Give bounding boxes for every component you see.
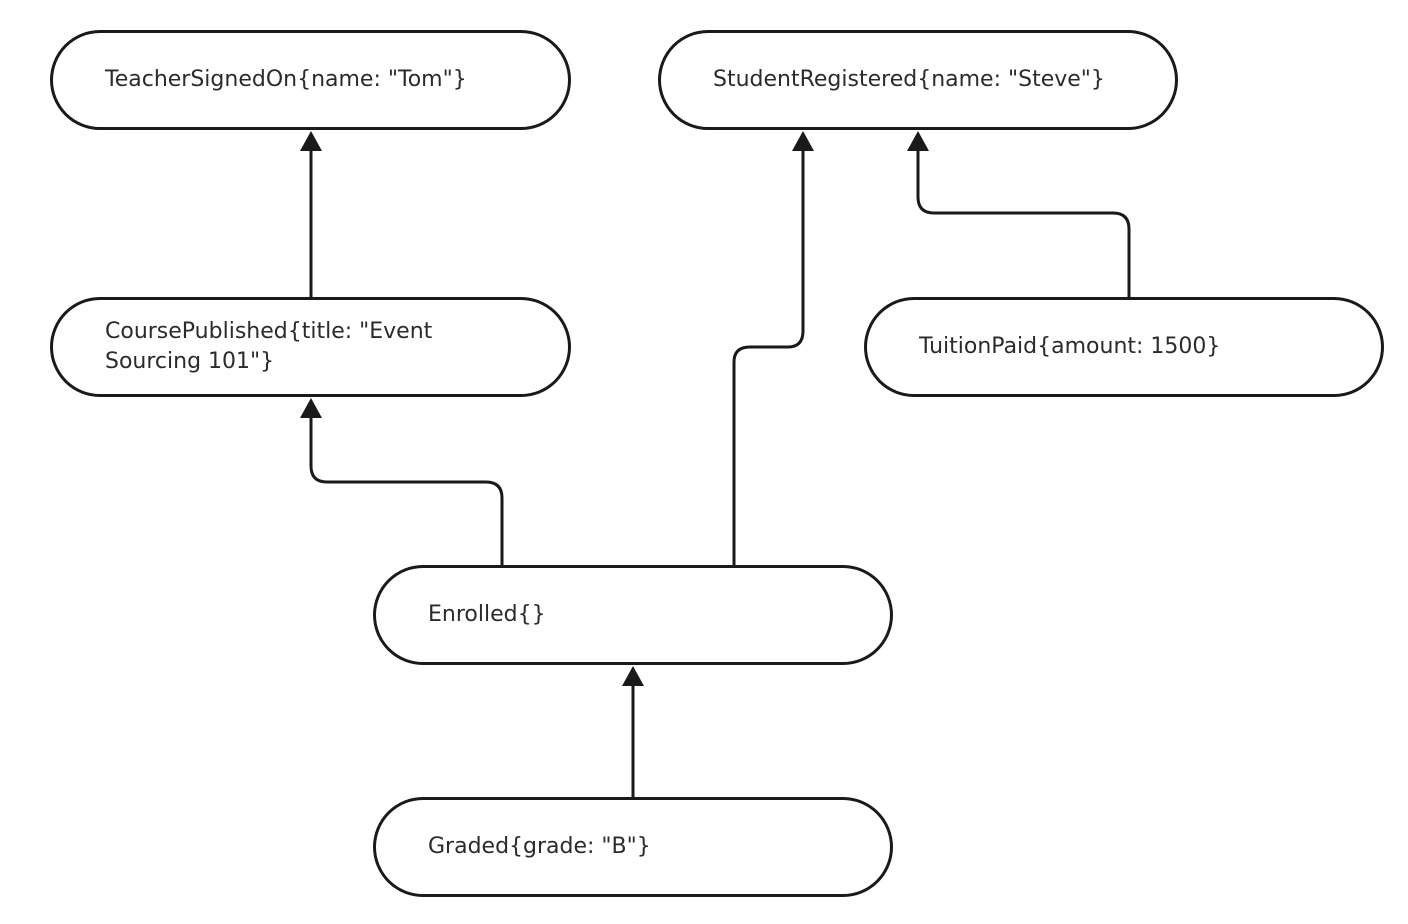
node-label: Graded{grade: "B"} bbox=[428, 834, 651, 859]
node-tuition-paid[interactable]: TuitionPaid{amount: 1500} bbox=[864, 297, 1384, 397]
node-label: StudentRegistered{name: "Steve"} bbox=[713, 67, 1105, 92]
arrowhead-teacher bbox=[300, 131, 322, 151]
arrowhead-student-left bbox=[792, 131, 814, 151]
node-enrolled[interactable]: Enrolled{} bbox=[373, 565, 893, 665]
arrowhead-student-right bbox=[907, 131, 929, 151]
node-course-published[interactable]: CoursePublished{title: "Event Sourcing 1… bbox=[50, 297, 571, 397]
node-graded[interactable]: Graded{grade: "B"} bbox=[373, 797, 893, 897]
node-label: TeacherSignedOn{name: "Tom"} bbox=[105, 67, 467, 92]
node-label: TuitionPaid{amount: 1500} bbox=[919, 334, 1221, 359]
node-student-registered[interactable]: StudentRegistered{name: "Steve"} bbox=[658, 30, 1178, 130]
node-teacher-signed-on[interactable]: TeacherSignedOn{name: "Tom"} bbox=[50, 30, 571, 130]
node-label: CoursePublished{title: "Event Sourcing 1… bbox=[105, 319, 433, 374]
edge-graded-to-enrolled bbox=[622, 666, 644, 797]
node-label: Enrolled{} bbox=[428, 602, 546, 627]
edge-course-to-teacher bbox=[300, 131, 322, 297]
edge-enrolled-to-student bbox=[732, 131, 814, 565]
edge-tuition-to-student bbox=[907, 131, 1131, 297]
arrowhead-enrolled bbox=[622, 666, 644, 686]
arrowhead-course bbox=[300, 398, 322, 418]
edge-enrolled-to-course bbox=[300, 398, 504, 565]
